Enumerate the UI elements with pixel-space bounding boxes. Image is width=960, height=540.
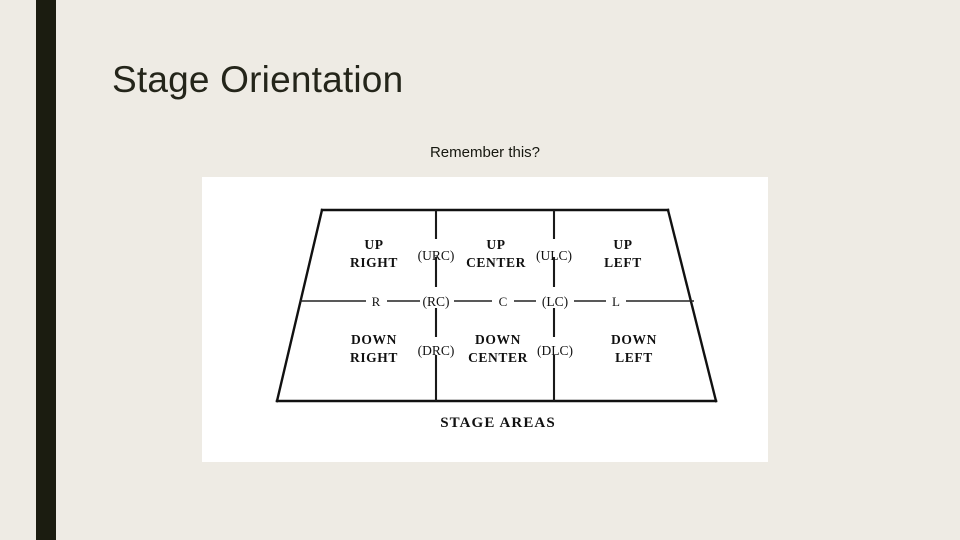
label-drc: (DRC)	[418, 343, 455, 358]
label-ulc: (ULC)	[536, 248, 572, 263]
stage-left-slant-edge	[275, 208, 324, 403]
stage-areas-figure: UP RIGHT (URC) UP CENTER (ULC) UP LEFT R…	[202, 177, 768, 462]
label-up-right-line1: UP	[364, 237, 383, 252]
label-up-center-line2: CENTER	[466, 255, 526, 270]
stage-diagram-svg: UP RIGHT (URC) UP CENTER (ULC) UP LEFT R…	[275, 208, 718, 431]
label-up-left-line2: LEFT	[604, 255, 642, 270]
label-dlc: (DLC)	[537, 343, 573, 358]
page-title: Stage Orientation	[112, 59, 404, 100]
label-rc: (RC)	[423, 294, 450, 309]
label-c: C	[499, 294, 508, 309]
figure-caption: STAGE AREAS	[440, 415, 556, 431]
left-accent-bar	[36, 0, 56, 540]
label-down-right-line1: DOWN	[351, 332, 397, 347]
label-down-left-line2: LEFT	[615, 350, 653, 365]
label-up-center-line1: UP	[486, 237, 505, 252]
label-down-right-line2: RIGHT	[350, 350, 398, 365]
label-urc: (URC)	[418, 248, 455, 263]
stage-vertical-dividers	[434, 210, 556, 401]
label-r: R	[372, 294, 381, 309]
label-down-left-line1: DOWN	[611, 332, 657, 347]
label-up-left-line1: UP	[613, 237, 632, 252]
label-l: L	[612, 294, 620, 309]
label-down-center-line1: DOWN	[475, 332, 521, 347]
upstage-row-labels: UP RIGHT (URC) UP CENTER (ULC) UP LEFT	[350, 237, 642, 270]
stage-outline	[275, 208, 718, 403]
label-down-center-line2: CENTER	[468, 350, 528, 365]
stage-right-slant-edge	[666, 208, 718, 403]
center-row-labels: R (RC) C (LC) L	[372, 294, 620, 309]
downstage-row-labels: DOWN RIGHT (DRC) DOWN CENTER (DLC) DOWN …	[350, 332, 657, 365]
slide-subtitle: Remember this?	[429, 144, 541, 161]
label-lc: (LC)	[542, 294, 568, 309]
label-up-right-line2: RIGHT	[350, 255, 398, 270]
